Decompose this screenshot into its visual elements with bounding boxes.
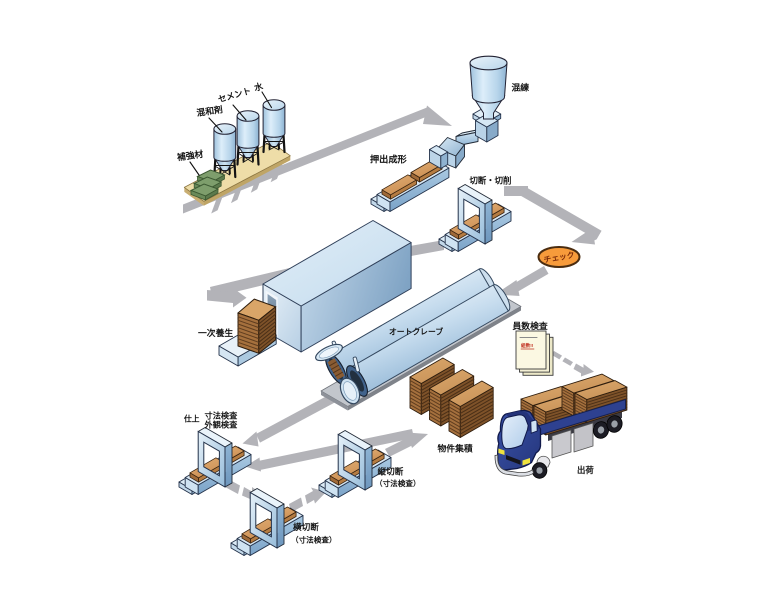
svg-text:外観検査: 外観検査: [204, 420, 239, 430]
svg-text:物件集積: 物件集積: [438, 443, 473, 454]
svg-text:（寸法検査）: （寸法検査）: [291, 535, 337, 545]
svg-text:縦切断: 縦切断: [378, 466, 404, 477]
svg-text:一次養生: 一次養生: [198, 327, 233, 338]
svg-text:員数検査: 員数検査: [512, 320, 548, 331]
svg-text:オートクレーブ: オートクレーブ: [389, 327, 443, 337]
svg-text:水: 水: [253, 80, 264, 93]
svg-text:仕上: 仕上: [183, 414, 200, 424]
svg-text:横切断: 横切断: [293, 521, 319, 532]
svg-text:混和剤: 混和剤: [196, 103, 224, 118]
svg-text:（寸法検査）: （寸法検査）: [375, 478, 421, 488]
svg-text:補強材: 補強材: [175, 148, 204, 163]
svg-text:寸法検査: 寸法検査: [205, 411, 239, 421]
svg-text:組数!!: 組数!!: [521, 342, 534, 349]
svg-text:押出成形: 押出成形: [370, 154, 408, 165]
svg-text:切断・切削: 切断・切削: [470, 176, 512, 186]
svg-text:出荷: 出荷: [577, 465, 594, 475]
svg-text:混練: 混練: [512, 82, 530, 93]
